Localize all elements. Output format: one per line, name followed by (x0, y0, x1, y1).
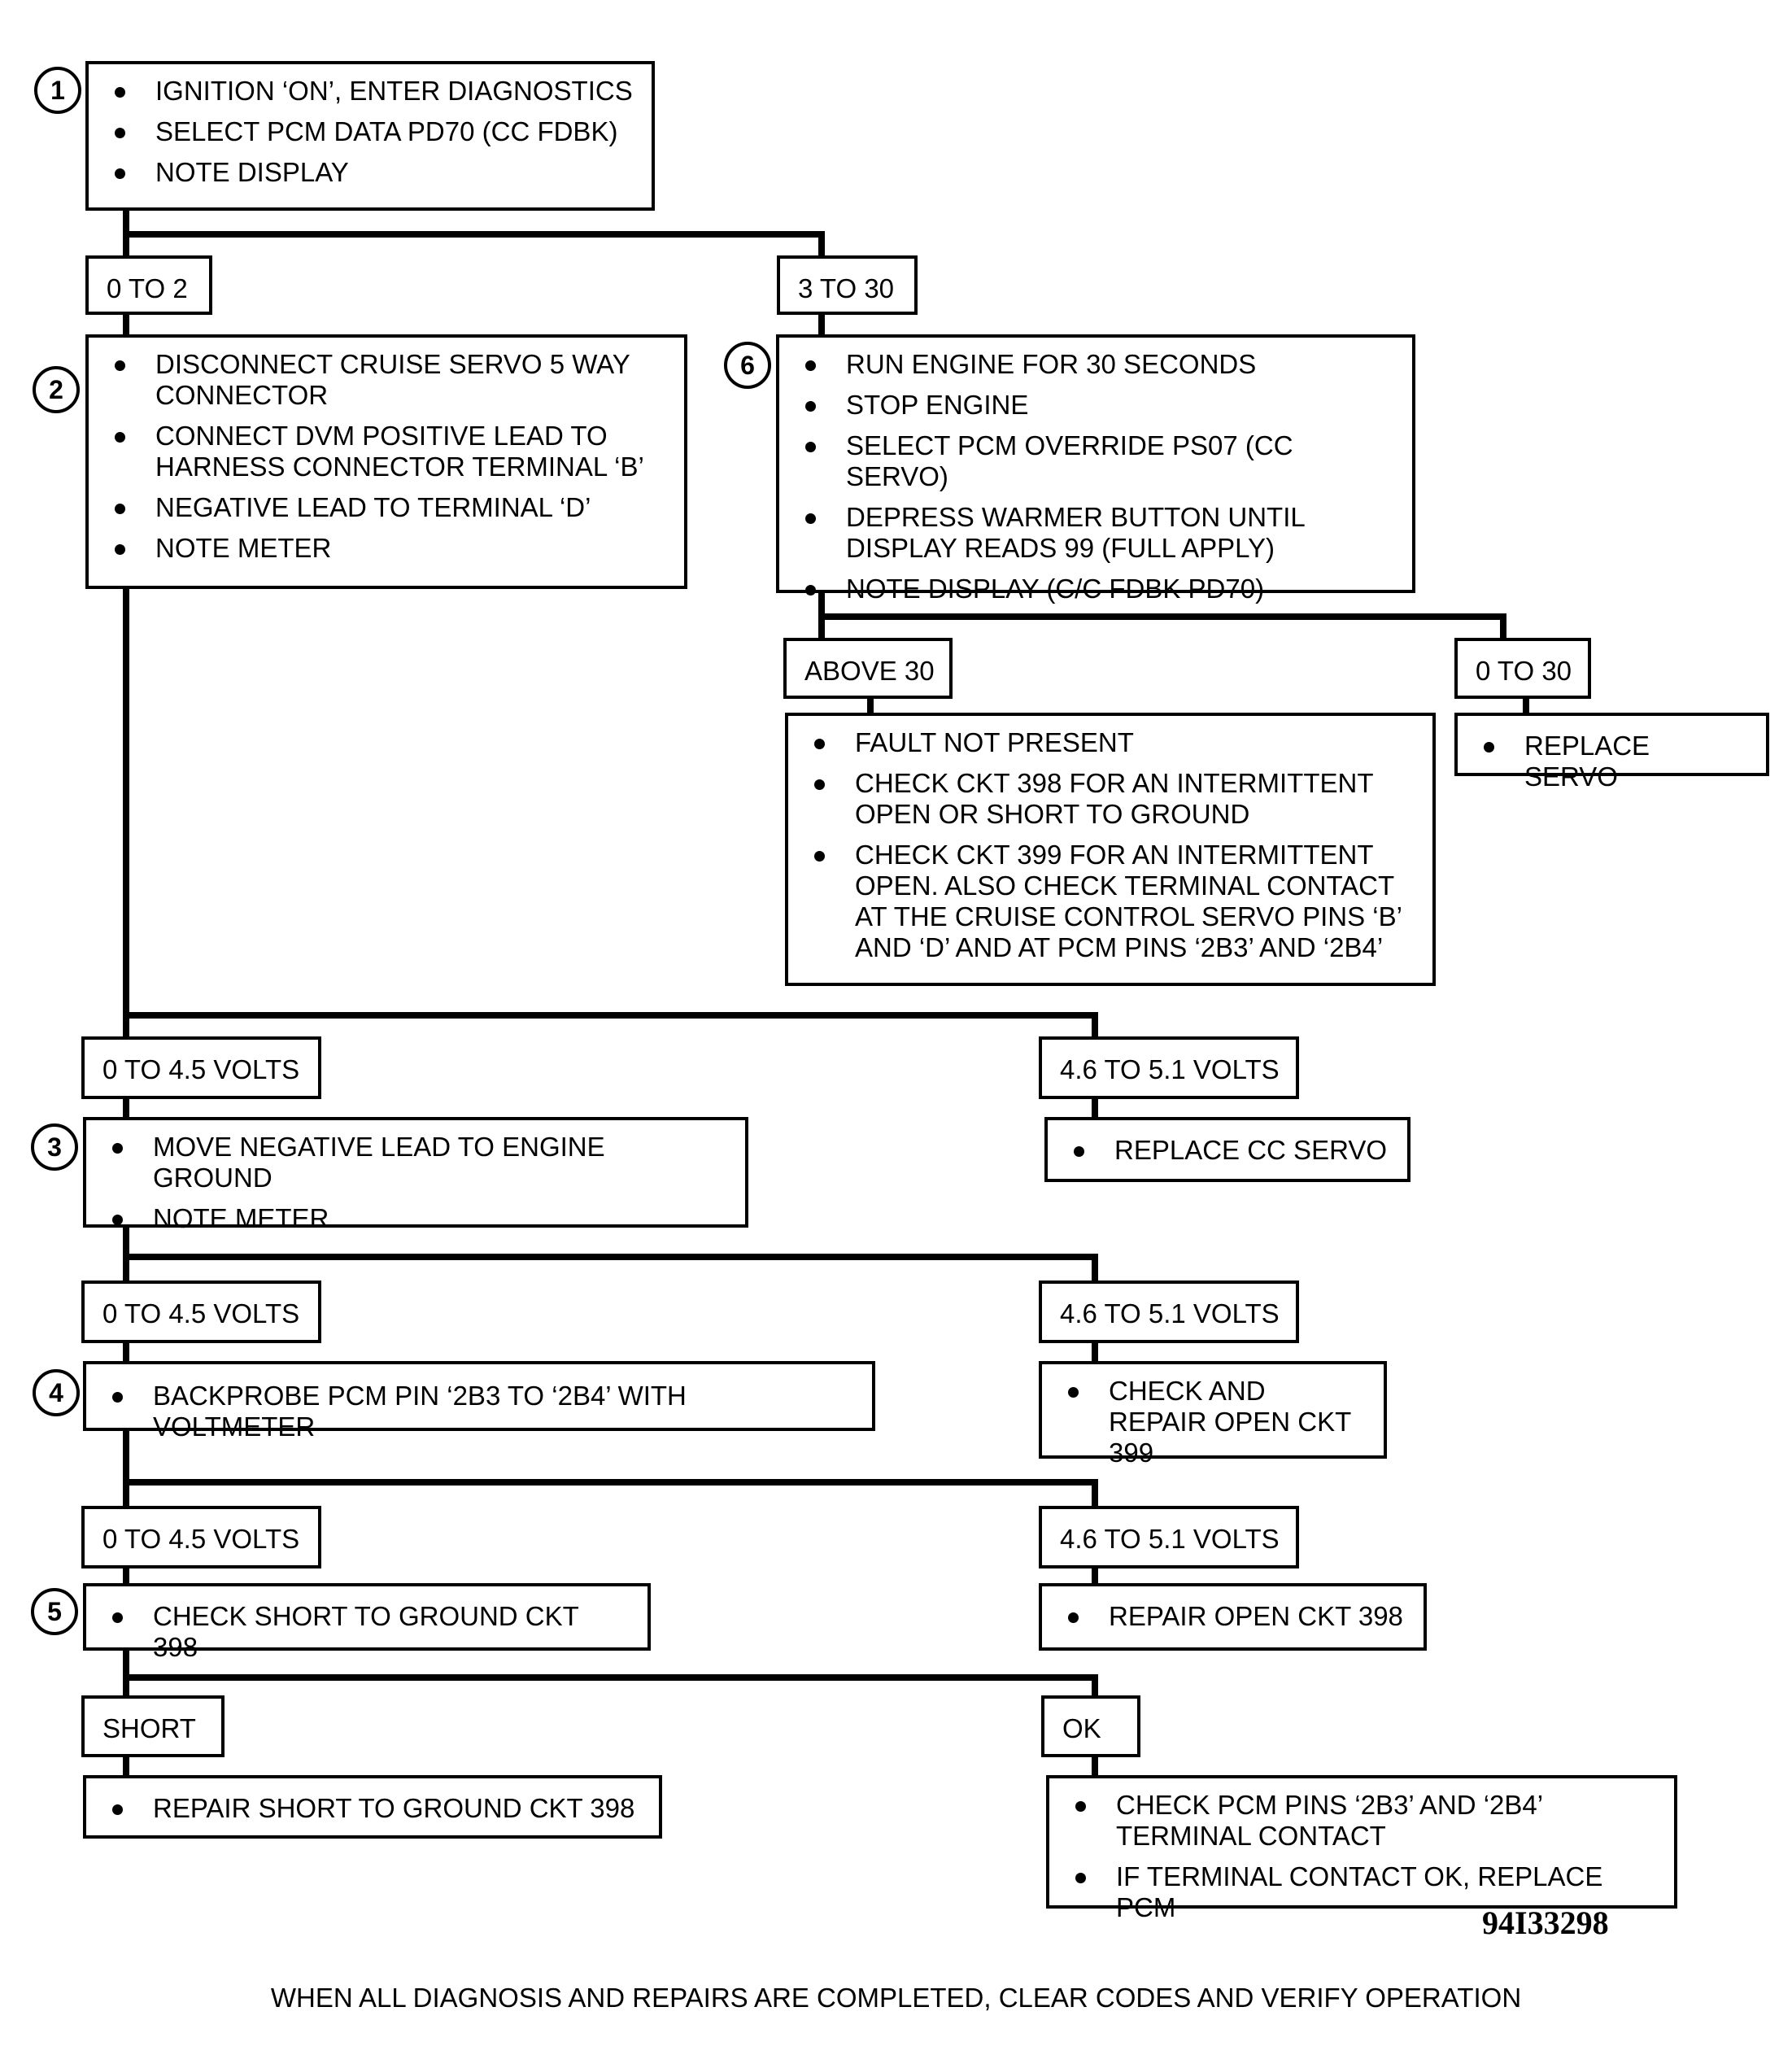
check-pcm-pins-list: CHECK PCM PINS ‘2B3’ AND ‘2B4’ TERMINAL … (1067, 1790, 1656, 1923)
check-pcm-item: CHECK PCM PINS ‘2B3’ AND ‘2B4’ TERMINAL … (1067, 1790, 1656, 1852)
step-5-list: CHECK SHORT TO GROUND CKT 398 (104, 1601, 630, 1663)
repair-open-398-box: REPAIR OPEN CKT 398 (1039, 1583, 1427, 1651)
label-above-30: ABOVE 30 (783, 638, 953, 699)
repair-open-399-box: CHECK AND REPAIR OPEN CKT 399 (1039, 1361, 1387, 1468)
step-3-box: MOVE NEGATIVE LEAD TO ENGINE GROUND NOTE… (83, 1117, 748, 1233)
step-1-number: 1 (34, 67, 81, 114)
step-6-item: NOTE DISPLAY (C/C FDBK PD70) (797, 574, 1394, 604)
fault-item: CHECK CKT 398 FOR AN INTERMITTENT OPEN O… (806, 768, 1415, 830)
repair-short-398-box: REPAIR SHORT TO GROUND CKT 398 (83, 1775, 662, 1839)
step-2-number: 2 (33, 366, 80, 413)
check-pcm-pins-box: CHECK PCM PINS ‘2B3’ AND ‘2B4’ TERMINAL … (1046, 1775, 1677, 1922)
label-0-to-30: 0 TO 30 (1454, 638, 1591, 699)
figure-id: 94I33298 (1482, 1904, 1609, 1941)
step-3-item: MOVE NEGATIVE LEAD TO ENGINE GROUND (104, 1132, 727, 1193)
label-step2-low-volts: 0 TO 4.5 VOLTS (81, 1036, 321, 1099)
step-2-item: NEGATIVE LEAD TO TERMINAL ‘D’ (107, 492, 666, 523)
step-2-item: CONNECT DVM POSITIVE LEAD TO HARNESS CON… (107, 421, 666, 482)
label-0-to-2: 0 TO 2 (85, 255, 212, 315)
repair-open-398-item: REPAIR OPEN CKT 398 (1060, 1601, 1406, 1632)
step-2-box: DISCONNECT CRUISE SERVO 5 WAY CONNECTOR … (85, 334, 687, 589)
step-3-item: NOTE METER (104, 1203, 727, 1234)
step-2-item: DISCONNECT CRUISE SERVO 5 WAY CONNECTOR (107, 349, 666, 411)
step-5-box: CHECK SHORT TO GROUND CKT 398 (83, 1583, 651, 1662)
step-1-item: SELECT PCM DATA PD70 (CC FDBK) (107, 116, 634, 147)
fault-item: FAULT NOT PRESENT (806, 727, 1415, 758)
label-ok: OK (1041, 1695, 1140, 1757)
repair-open-399-list: CHECK AND REPAIR OPEN CKT 399 (1060, 1376, 1366, 1468)
replace-cc-servo-box: REPLACE CC SERVO (1044, 1117, 1410, 1182)
step-1-list: IGNITION ‘ON’, ENTER DIAGNOSTICS SELECT … (107, 76, 634, 188)
replace-cc-servo-item: REPLACE CC SERVO (1066, 1135, 1389, 1166)
step-5-number: 5 (31, 1588, 78, 1635)
connector-s6-right (818, 613, 1506, 644)
step-6-item: DEPRESS WARMER BUTTON UNTIL DISPLAY READ… (797, 502, 1394, 564)
label-3-to-30: 3 TO 30 (777, 255, 918, 315)
label-step3-low-volts: 0 TO 4.5 VOLTS (81, 1281, 321, 1343)
step-6-item: STOP ENGINE (797, 390, 1394, 421)
step-6-list: RUN ENGINE FOR 30 SECONDS STOP ENGINE SE… (797, 349, 1394, 604)
fault-item: CHECK CKT 399 FOR AN INTERMITTENT OPEN. … (806, 840, 1415, 963)
fault-not-present-list: FAULT NOT PRESENT CHECK CKT 398 FOR AN I… (806, 727, 1415, 963)
connector-s3-right (123, 1254, 1098, 1287)
step-4-item: BACKPROBE PCM PIN ‘2B3 TO ‘2B4’ WITH VOL… (104, 1381, 854, 1442)
connector-s1-right (123, 231, 825, 262)
repair-open-399-item: CHECK AND REPAIR OPEN CKT 399 (1060, 1376, 1366, 1468)
replace-servo-list: REPLACE SERVO (1476, 731, 1748, 792)
label-step2-high-volts: 4.6 TO 5.1 VOLTS (1039, 1036, 1299, 1099)
footer-note: WHEN ALL DIAGNOSIS AND REPAIRS ARE COMPL… (270, 1983, 1522, 2013)
step-6-number: 6 (724, 342, 771, 389)
step-2-item: NOTE METER (107, 533, 666, 564)
step-3-number: 3 (31, 1123, 78, 1171)
step-5-item: CHECK SHORT TO GROUND CKT 398 (104, 1601, 630, 1663)
repair-short-398-list: REPAIR SHORT TO GROUND CKT 398 (104, 1793, 641, 1824)
step-3-list: MOVE NEGATIVE LEAD TO ENGINE GROUND NOTE… (104, 1132, 727, 1234)
step-2-list: DISCONNECT CRUISE SERVO 5 WAY CONNECTOR … (107, 349, 666, 564)
replace-servo-item: REPLACE SERVO (1476, 731, 1748, 792)
step-6-item: SELECT PCM OVERRIDE PS07 (CC SERVO) (797, 430, 1394, 492)
check-pcm-item: IF TERMINAL CONTACT OK, REPLACE PCM (1067, 1861, 1656, 1923)
fault-not-present-box: FAULT NOT PRESENT CHECK CKT 398 FOR AN I… (785, 713, 1436, 986)
step-4-list: BACKPROBE PCM PIN ‘2B3 TO ‘2B4’ WITH VOL… (104, 1381, 854, 1442)
connector-s4-right (123, 1479, 1098, 1512)
label-step3-high-volts: 4.6 TO 5.1 VOLTS (1039, 1281, 1299, 1343)
replace-cc-servo-list: REPLACE CC SERVO (1066, 1135, 1389, 1166)
connector-s5-right (123, 1674, 1098, 1702)
replace-servo-box: REPLACE SERVO (1454, 713, 1769, 792)
label-step4-low-volts: 0 TO 4.5 VOLTS (81, 1506, 321, 1568)
label-short: SHORT (81, 1695, 225, 1757)
step-4-number: 4 (33, 1369, 80, 1416)
step-1-box: IGNITION ‘ON’, ENTER DIAGNOSTICS SELECT … (85, 61, 655, 211)
step-4-box: BACKPROBE PCM PIN ‘2B3 TO ‘2B4’ WITH VOL… (83, 1361, 875, 1442)
label-step4-high-volts: 4.6 TO 5.1 VOLTS (1039, 1506, 1299, 1568)
step-6-item: RUN ENGINE FOR 30 SECONDS (797, 349, 1394, 380)
connector-s2-right (123, 1012, 1098, 1043)
step-1-item: NOTE DISPLAY (107, 157, 634, 188)
repair-open-398-list: REPAIR OPEN CKT 398 (1060, 1601, 1406, 1632)
step-6-box: RUN ENGINE FOR 30 SECONDS STOP ENGINE SE… (776, 334, 1415, 604)
repair-short-398-item: REPAIR SHORT TO GROUND CKT 398 (104, 1793, 641, 1824)
step-1-item: IGNITION ‘ON’, ENTER DIAGNOSTICS (107, 76, 634, 107)
